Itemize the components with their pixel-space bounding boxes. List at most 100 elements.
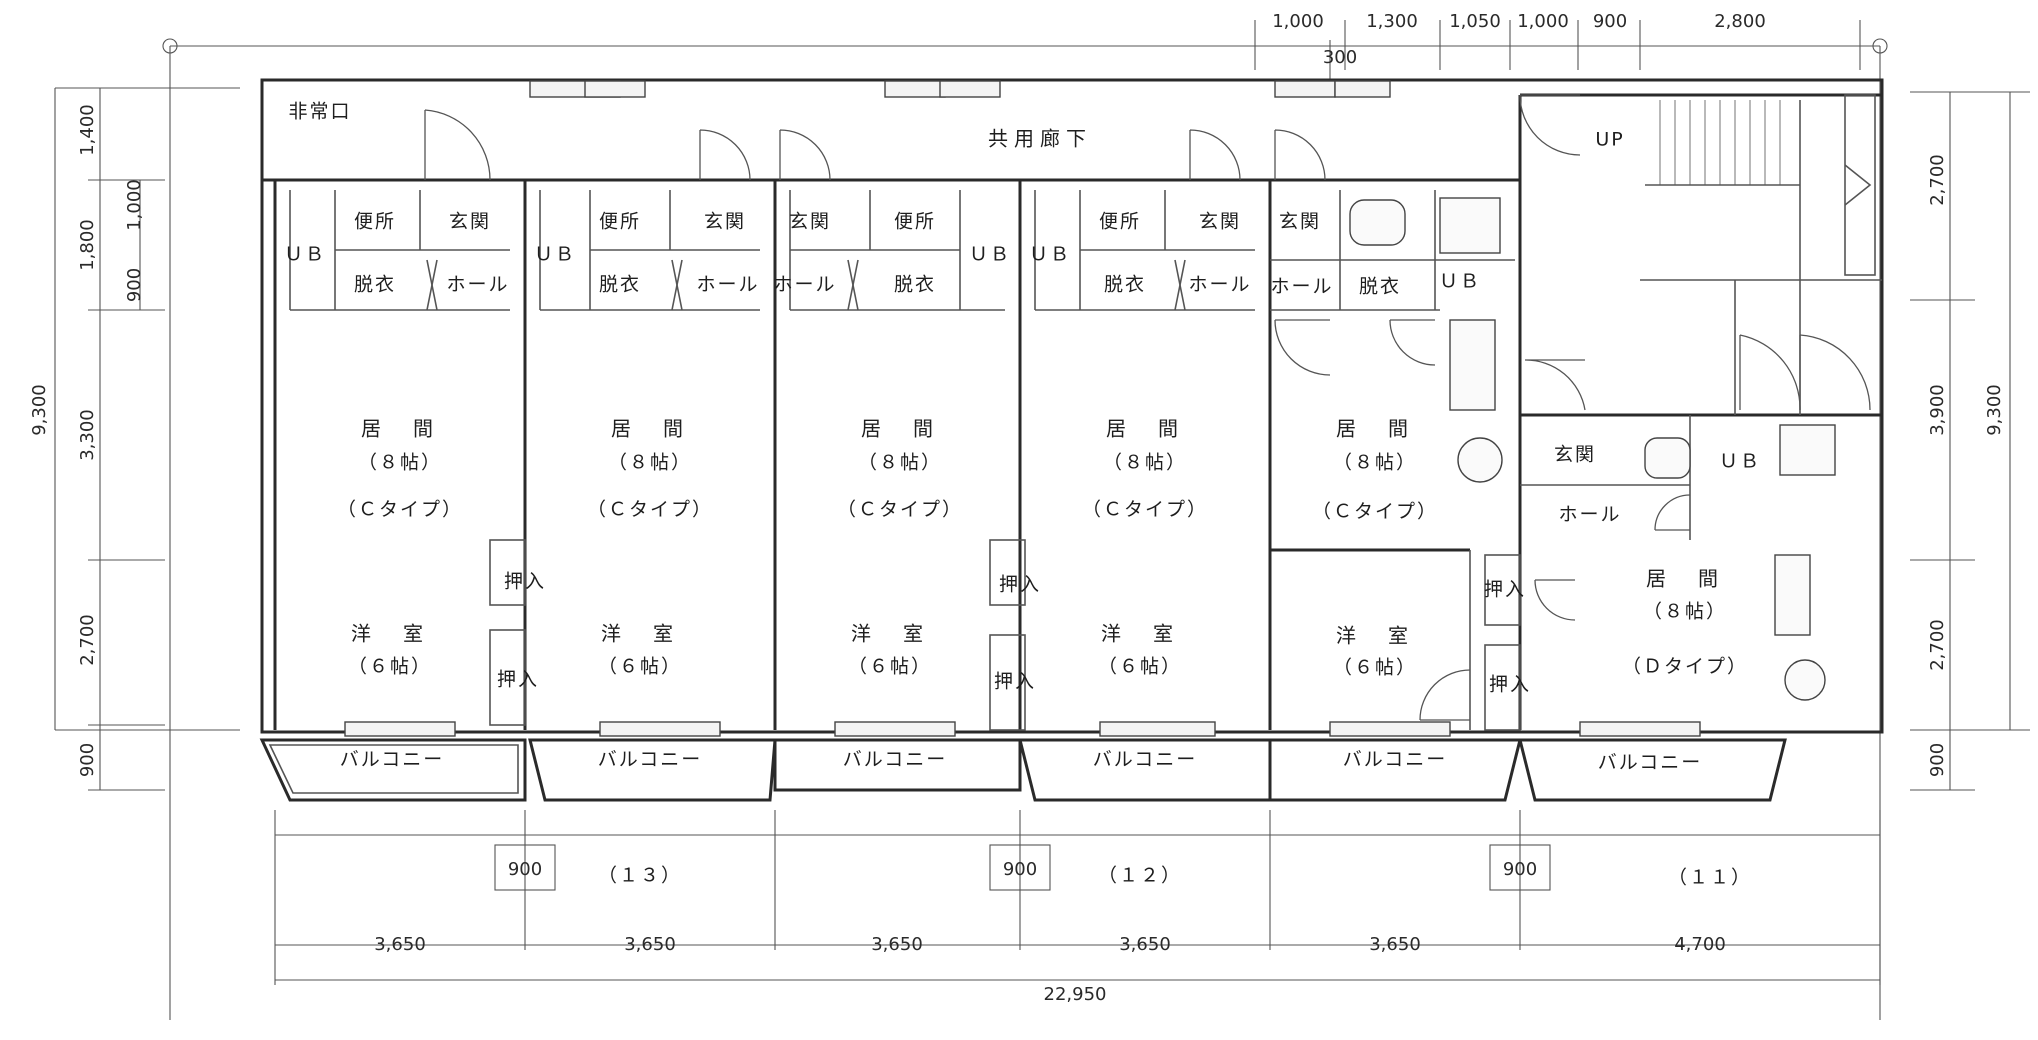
label-hall-2: ホール [696, 274, 759, 296]
label-closet-6a: 押入 [1484, 579, 1526, 601]
label-emergency-exit: 非常口 [288, 101, 351, 123]
label-hall-3: ホール [773, 274, 836, 296]
label-balcony-4: バルコニー [1093, 749, 1198, 771]
label-ub-3: ＵＢ [969, 244, 1011, 266]
label-ctype-5: （Ｃタイプ） [1312, 501, 1438, 523]
dim-right-900: 900 [1927, 743, 1948, 777]
label-toilet-2: 便所 [599, 211, 641, 233]
label-ub-1: ＵＢ [284, 244, 326, 266]
label-hall-1: ホール [446, 274, 509, 296]
label-entrance-2: 玄関 [704, 211, 746, 233]
doors [424, 94, 1871, 721]
label-dressing-4: 脱衣 [1104, 274, 1146, 296]
label-8jo-6: （８帖） [1643, 601, 1727, 623]
label-hall-5: ホール [1270, 276, 1333, 298]
label-8jo-1: （８帖） [358, 452, 442, 474]
label-dressing-5: 脱衣 [1359, 276, 1401, 298]
label-living-6: 居 間 [1646, 567, 1724, 591]
dim-top-300: 300 [1323, 47, 1357, 68]
label-entrance-6: 玄関 [1554, 444, 1596, 466]
label-balcony-3: バルコニー [843, 749, 948, 771]
label-ctype-1: （Ｃタイプ） [337, 499, 463, 521]
label-balcony-2: バルコニー [598, 749, 703, 771]
label-unit-11: （１１） [1668, 867, 1752, 889]
label-ctype-4: （Ｃタイプ） [1082, 499, 1208, 521]
label-western-5: 洋 室 [1336, 624, 1414, 648]
label-8jo-2: （８帖） [608, 452, 692, 474]
dim-bottom-w5: 3,650 [1369, 934, 1421, 955]
dim-right-3900: 3,900 [1927, 384, 1948, 436]
label-living-1: 居 間 [361, 417, 439, 441]
building-walls [260, 78, 1884, 734]
label-western-2: 洋 室 [601, 622, 679, 646]
label-toilet-3: 便所 [894, 211, 936, 233]
label-living-5: 居 間 [1336, 417, 1414, 441]
label-closet-1a: 押入 [504, 571, 546, 593]
dim-left-1000: 1,000 [124, 179, 145, 231]
label-dressing-2: 脱衣 [599, 274, 641, 296]
label-ctype-2: （Ｃタイプ） [587, 499, 713, 521]
wet-area-lines [289, 190, 1515, 311]
label-unit-12: （１２） [1098, 865, 1182, 887]
label-ub-5: ＵＢ [1439, 271, 1481, 293]
label-ub-4: ＵＢ [1029, 244, 1071, 266]
label-ctype-3: （Ｃタイプ） [837, 499, 963, 521]
label-toilet-1: 便所 [354, 211, 396, 233]
dim-bottom-w4: 3,650 [1119, 934, 1171, 955]
label-toilet-4: 便所 [1099, 211, 1141, 233]
dimension-lines [54, 20, 2030, 1020]
label-dressing-3: 脱衣 [894, 274, 936, 296]
dim-left-900: 900 [124, 268, 145, 302]
dim-left-2700: 2,700 [77, 614, 98, 666]
label-western-3: 洋 室 [851, 622, 929, 646]
dim-top-900: 900 [1593, 11, 1627, 32]
dim-top-1050: 1,050 [1449, 11, 1501, 32]
label-balcony-1: バルコニー [340, 749, 445, 771]
dim-left-total: 9,300 [29, 384, 50, 436]
label-entrance-1: 玄関 [449, 211, 491, 233]
label-6jo-5: （６帖） [1333, 657, 1417, 679]
label-western-1: 洋 室 [351, 622, 429, 646]
label-living-2: 居 間 [611, 417, 689, 441]
label-dressing-1: 脱衣 [354, 274, 396, 296]
label-6jo-4: （６帖） [1098, 656, 1182, 678]
room-labels: 非常口 共用廊下 UP 便所 玄関 ＵＢ 脱衣 ホール 居 間 （８帖） （Ｃタ… [284, 101, 1761, 889]
dim-right-total: 9,300 [1984, 384, 2005, 436]
label-balcony-5: バルコニー [1343, 749, 1448, 771]
dim-bottom-w6: 4,700 [1674, 934, 1726, 955]
label-closet-1b: 押入 [497, 669, 539, 691]
label-common-corridor: 共用廊下 [988, 127, 1092, 151]
dim-top-1000a: 1,000 [1272, 11, 1324, 32]
dim-right-2700b: 2,700 [1927, 619, 1948, 671]
windows [344, 80, 1701, 737]
label-balcony-6: バルコニー [1598, 752, 1703, 774]
label-8jo-3: （８帖） [858, 452, 942, 474]
label-closet-6b: 押入 [1489, 674, 1531, 696]
label-entrance-3: 玄関 [789, 211, 831, 233]
label-unit-13: （１３） [598, 865, 682, 887]
label-6jo-1: （６帖） [348, 656, 432, 678]
label-closet-3b: 押入 [994, 671, 1036, 693]
dimension-labels: 1,000 1,300 1,050 1,000 900 2,800 300 9,… [29, 11, 2005, 1005]
dim-bottom-900-2: 900 [1003, 859, 1037, 880]
label-hall-4: ホール [1188, 274, 1251, 296]
dim-bottom-900-1: 900 [508, 859, 542, 880]
dim-left-1400: 1,400 [77, 104, 98, 156]
dim-top-1300: 1,300 [1366, 11, 1418, 32]
fixtures [426, 197, 1836, 701]
dim-left-900b: 900 [77, 743, 98, 777]
label-6jo-2: （６帖） [598, 656, 682, 678]
label-closet-3a: 押入 [999, 574, 1041, 596]
label-up: UP [1595, 129, 1624, 151]
label-dtype-6: （Ｄタイプ） [1622, 656, 1748, 678]
dim-top-2800: 2,800 [1714, 11, 1766, 32]
label-entrance-4: 玄関 [1199, 211, 1241, 233]
label-ub-6: ＵＢ [1719, 451, 1761, 473]
dim-bottom-w3: 3,650 [871, 934, 923, 955]
dim-bottom-w2: 3,650 [624, 934, 676, 955]
label-living-4: 居 間 [1106, 417, 1184, 441]
dim-bottom-total: 22,950 [1044, 984, 1107, 1005]
dim-top-1000b: 1,000 [1517, 11, 1569, 32]
dim-bottom-900-3: 900 [1503, 859, 1537, 880]
